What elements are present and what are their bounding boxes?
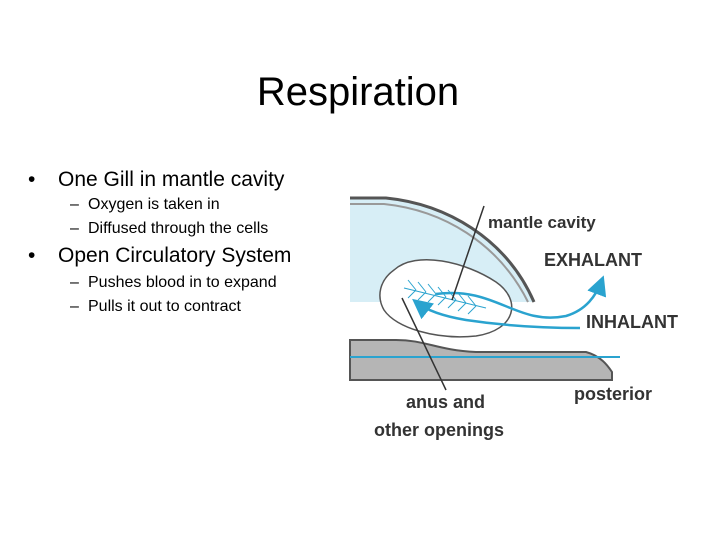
bullet-item-circulatory: • Open Circulatory System [28,244,328,268]
bullet-marker: • [28,244,36,267]
sub-bullet-text: Pushes blood in to expand [88,274,277,291]
sub-bullet-marker: – [70,298,79,315]
sub-bullet-item: – Oxygen is taken in [28,196,328,214]
sub-bullet-text: Oxygen is taken in [88,196,220,213]
mollusc-respiration-diagram: mantle cavity EXHALANT INHALANT posterio… [349,196,678,440]
label-posterior: posterior [574,384,652,404]
sub-bullet-marker: – [70,274,79,291]
label-exhalant: EXHALANT [544,250,642,270]
mantle-shell-inner [350,203,529,303]
label-anus-line1: anus and [406,392,485,412]
mantle-shell [350,196,536,303]
sub-bullet-text: Pulls it out to contract [88,298,241,315]
sub-bullet-marker: – [70,196,79,213]
label-mantle-cavity: mantle cavity [488,213,596,232]
exhalant-flow-arrow [435,275,607,319]
bullet-item-gill: • One Gill in mantle cavity [28,168,328,192]
label-inhalant: INHALANT [586,312,678,332]
sub-bullet-text: Diffused through the cells [88,220,269,237]
label-anus-line2: other openings [374,420,504,440]
sub-bullet-item: – Pulls it out to contract [28,298,328,316]
sub-bullet-marker: – [70,220,79,237]
body-mass [349,339,613,381]
anus-pointer [401,297,447,391]
gill-filaments [403,279,487,315]
sub-bullet-item: – Diffused through the cells [28,220,328,238]
bullet-marker: • [28,168,36,191]
slide-title: Respiration [256,70,460,114]
sub-bullet-item: – Pushes blood in to expand [28,274,328,292]
bullet-list: • One Gill in mantle cavity – Oxygen is … [28,168,328,322]
inhalant-flow-arrow [412,298,581,330]
mantle-cavity-pointer [451,205,485,301]
bullet-text: One Gill in mantle cavity [58,168,285,191]
bullet-text: Open Circulatory System [58,244,292,267]
